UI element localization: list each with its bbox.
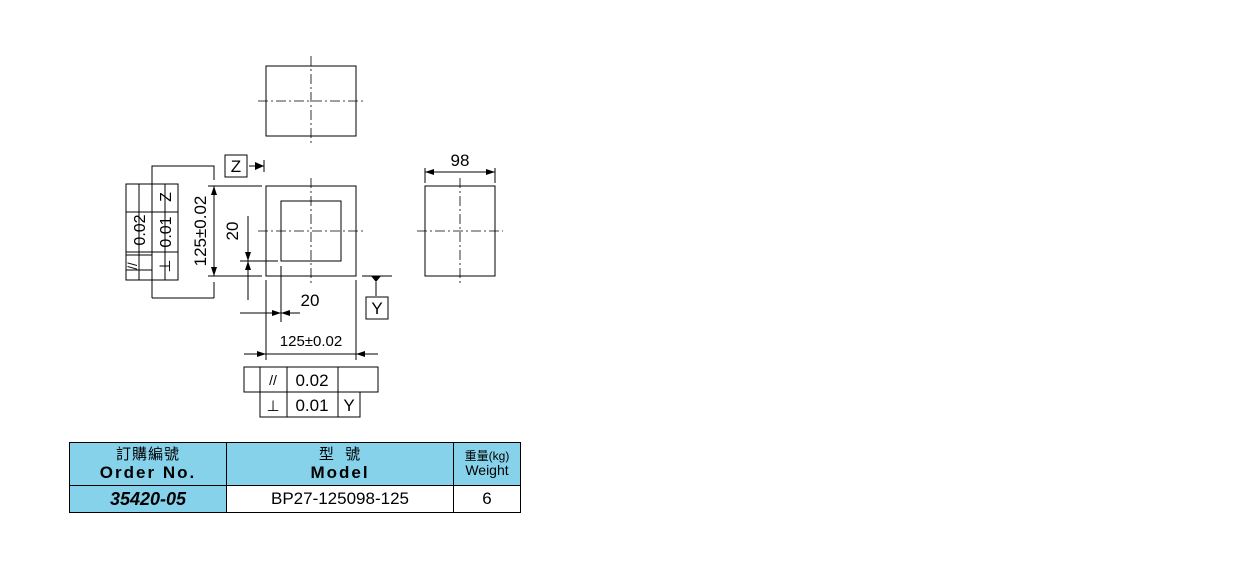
dim-125-horizontal-label: 125±0.02 bbox=[280, 333, 342, 350]
datum-y-label: Y bbox=[371, 299, 382, 318]
bottom-fcf-perp-value: 0.01 bbox=[295, 396, 328, 415]
header-model-zh: 型 號 bbox=[318, 446, 362, 463]
bottom-fcf-parallel-symbol: // bbox=[269, 372, 277, 388]
datum-z-label: Z bbox=[231, 157, 241, 176]
table-row: 35420-05 BP27-125098-125 6 bbox=[69, 485, 521, 514]
bottom-fcf-perp-symbol: ⊥ bbox=[266, 398, 279, 415]
header-model: 型 號 Model bbox=[226, 441, 454, 487]
header-weight-en: Weight bbox=[465, 462, 509, 479]
header-order-zh: 訂購編號 bbox=[115, 446, 180, 463]
dim-98-label: 98 bbox=[451, 151, 470, 170]
table-header-row: 訂購編號 Order No. 型 號 Model 重量(kg) Weight bbox=[69, 441, 521, 487]
header-order-no: 訂購編號 Order No. bbox=[69, 441, 227, 487]
dim-20-horizontal-label: 20 bbox=[301, 291, 320, 310]
header-model-en: Model bbox=[310, 462, 370, 482]
dim-125-vertical-label: 125±0.02 bbox=[191, 196, 210, 267]
left-fcf-perp-symbol: ⊥ bbox=[157, 259, 174, 272]
bottom-fcf-parallel-value: 0.02 bbox=[295, 371, 328, 390]
dim-20-vertical-label: 20 bbox=[223, 222, 242, 241]
header-order-en: Order No. bbox=[99, 462, 197, 482]
header-weight: 重量(kg) Weight bbox=[453, 441, 521, 487]
cell-weight: 6 bbox=[453, 485, 521, 514]
left-fcf-parallel-value: 0.02 bbox=[132, 214, 149, 245]
cell-order-no: 35420-05 bbox=[69, 485, 227, 514]
header-weight-zh: 重量(kg) bbox=[464, 449, 510, 464]
left-fcf-perp-value: 0.01 bbox=[158, 216, 175, 247]
cell-model: BP27-125098-125 bbox=[226, 485, 454, 514]
left-fcf-parallel-symbol: // bbox=[125, 262, 140, 270]
left-fcf-datum: Z bbox=[158, 192, 175, 202]
spec-table: 訂購編號 Order No. 型 號 Model 重量(kg) Weight 3… bbox=[69, 441, 521, 514]
bottom-fcf-datum: Y bbox=[343, 396, 354, 415]
